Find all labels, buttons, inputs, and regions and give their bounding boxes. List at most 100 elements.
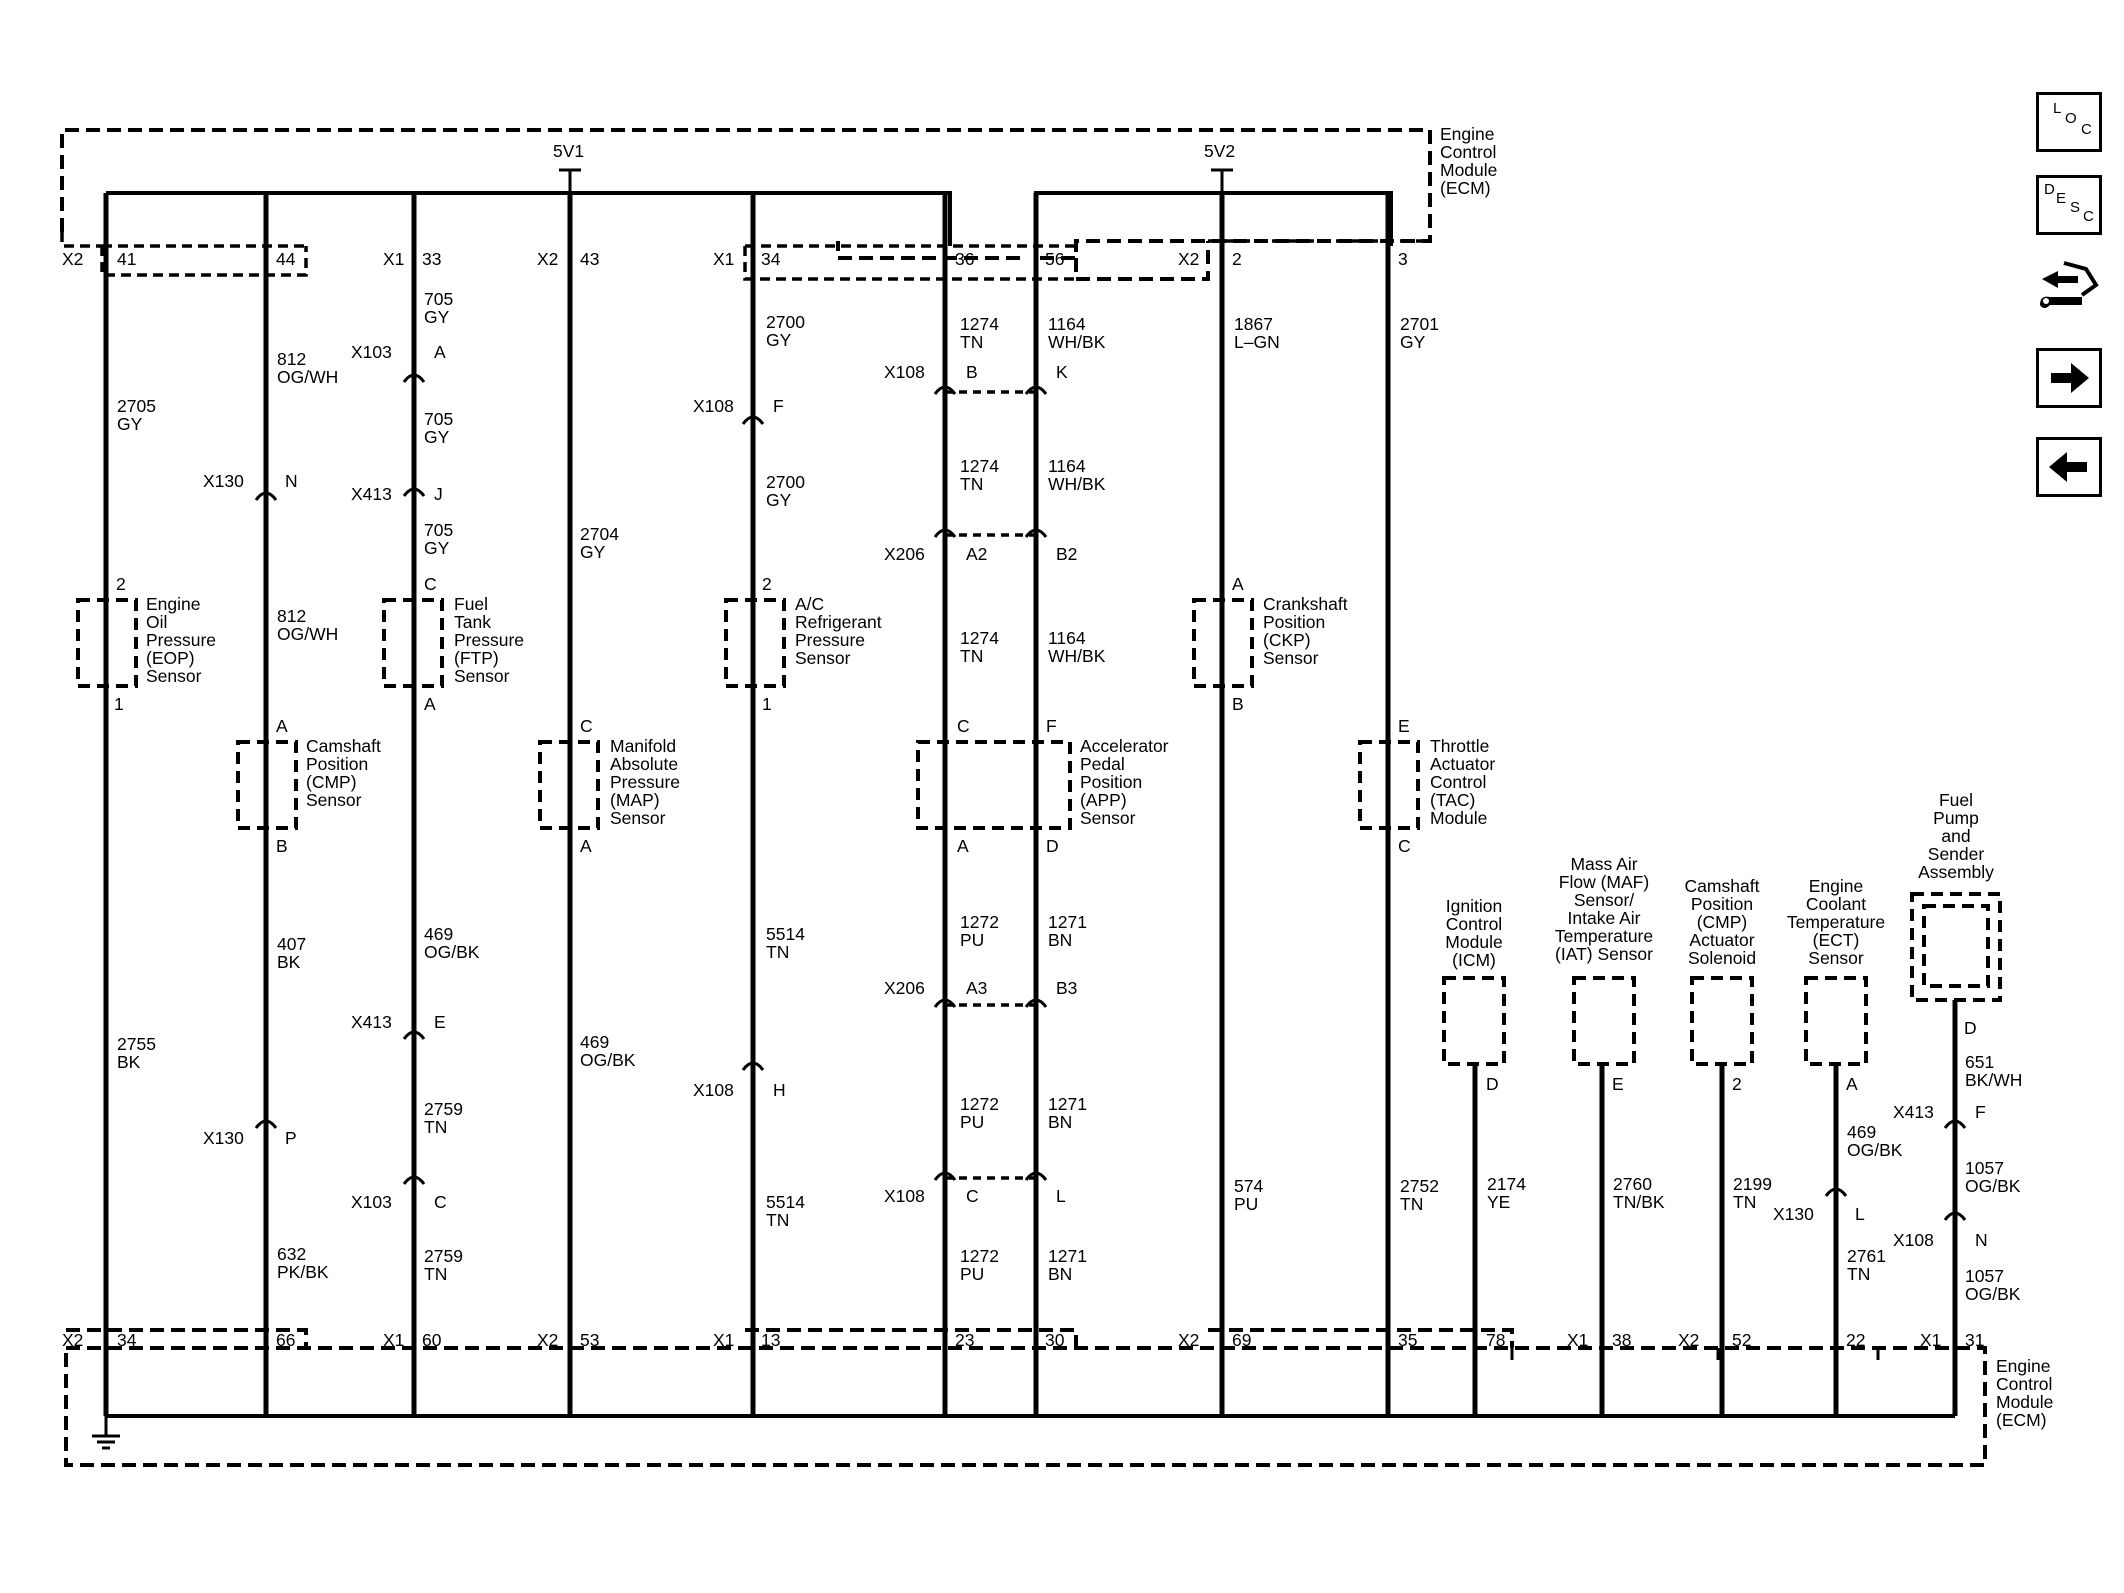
connector-label: X103 (351, 1192, 392, 1212)
component-pins: 2 1 A B C A C A 2 1 C F A D A B E C D E … (114, 574, 1977, 1094)
pin-label: 1 (114, 694, 124, 714)
connector-label: X1 (383, 249, 404, 269)
connector-label: X1 (383, 1330, 404, 1350)
connector-label: X413 (1893, 1102, 1934, 1122)
pin-label: F (1975, 1102, 1986, 1122)
pin-label: J (434, 484, 443, 504)
pin-label: L (1855, 1204, 1865, 1224)
pin-label: A (424, 694, 436, 714)
connector-label: X2 (1178, 249, 1199, 269)
top-pins: X2 41 44 X1 33 X2 43 X1 34 36 56 X2 2 3 (62, 249, 1408, 269)
pin-label: 66 (276, 1330, 295, 1350)
pin-label: A (1846, 1074, 1858, 1094)
connector-label: X108 (693, 396, 734, 416)
ecm-bottom-outline (64, 1328, 1987, 1467)
pin-label: F (773, 396, 784, 416)
description-letter: D (2044, 181, 2055, 198)
location-letter: O (2065, 110, 2077, 127)
pin-label: D (1486, 1074, 1499, 1094)
location-button[interactable]: L O C (2036, 92, 2102, 152)
pin-label: A3 (966, 978, 987, 998)
previous-button[interactable] (2036, 437, 2102, 497)
ref-5v2-label: 5V2 (1204, 141, 1235, 161)
pin-label: L (1056, 1186, 1066, 1206)
pin-label: D (1964, 1018, 1977, 1038)
pin-label: A (1232, 574, 1244, 594)
pin-label: C (424, 574, 437, 594)
pin-label: A (434, 342, 446, 362)
inline-connectors: X103 A X413 J X130 N X108 F X108 B K X20… (203, 342, 1988, 1250)
diagnostics-button[interactable] (2034, 255, 2104, 325)
pin-label: 31 (1965, 1330, 1984, 1350)
location-letter: L (2053, 100, 2062, 117)
pin-label: 2 (1232, 249, 1242, 269)
pin-label: C (434, 1192, 447, 1212)
pin-label: E (1612, 1074, 1624, 1094)
pin-label: 2 (1732, 1074, 1742, 1094)
pin-label: F (1046, 716, 1057, 736)
connector-label: X1 (713, 1330, 734, 1350)
pin-label: 1 (762, 694, 772, 714)
connector-label: X2 (537, 1330, 558, 1350)
pin-label: 2 (762, 574, 772, 594)
pin-label: 23 (955, 1330, 974, 1350)
pin-label: 52 (1732, 1330, 1751, 1350)
pin-label: H (773, 1080, 786, 1100)
connector-label: X2 (1678, 1330, 1699, 1350)
pin-label: A (580, 836, 592, 856)
ref-5v1-label: 5V1 (553, 141, 584, 161)
connector-label: X413 (351, 1012, 392, 1032)
connector-label: X206 (884, 978, 925, 998)
connector-label: X103 (351, 342, 392, 362)
connector-label: X413 (351, 484, 392, 504)
pin-label: 43 (580, 249, 599, 269)
description-button[interactable]: D E S C (2036, 175, 2102, 235)
pin-label: B3 (1056, 978, 1077, 998)
pin-label: C (1398, 836, 1411, 856)
connector-label: X2 (62, 249, 83, 269)
description-letter: C (2083, 208, 2094, 225)
pin-label: C (966, 1186, 979, 1206)
connector-label: X1 (713, 249, 734, 269)
connector-label: X108 (693, 1080, 734, 1100)
pin-label: 34 (117, 1330, 137, 1350)
pin-label: 33 (422, 249, 441, 269)
next-button[interactable] (2036, 348, 2102, 408)
pin-label: 56 (1045, 249, 1064, 269)
connector-label: X130 (1773, 1204, 1814, 1224)
connector-label: X108 (1893, 1230, 1934, 1250)
pin-label: 34 (761, 249, 781, 269)
pin-label: 2 (116, 574, 126, 594)
pin-label: A (957, 836, 969, 856)
pin-label: N (285, 471, 298, 491)
description-letter: S (2070, 199, 2081, 216)
